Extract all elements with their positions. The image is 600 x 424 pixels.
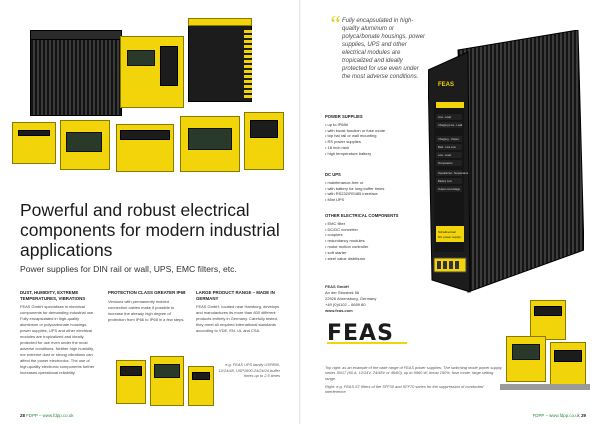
unit-label-7: Operational - Temperature bbox=[438, 171, 469, 175]
page-number: 28 bbox=[20, 413, 25, 418]
spec-item: motor motion controller bbox=[325, 244, 421, 250]
company-name: FEAS GmbH bbox=[325, 284, 349, 289]
spec-item: top hat rail or wall mounting bbox=[325, 133, 421, 139]
spec-group-other-components: Other electrical components EMC filter D… bbox=[325, 213, 421, 261]
emc-filter-image bbox=[500, 298, 590, 402]
spec-item: RS power supplies bbox=[325, 139, 421, 145]
spec-item: maintenance-free or bbox=[325, 180, 421, 186]
spec-item: with battery for long buffer times bbox=[325, 186, 421, 192]
pull-quote: Fully encapsulated in high-quality alumi… bbox=[342, 18, 426, 80]
left-footer: 28 FDPP – www.fdpp.co.uk bbox=[20, 413, 73, 418]
spec-item: couplers bbox=[325, 232, 421, 238]
unit-label-3: Charging - Output bbox=[438, 137, 459, 141]
page-headline: Powerful and robust electrical component… bbox=[20, 200, 280, 260]
unit-plate-line-2: DC power supply bbox=[438, 235, 461, 239]
article-column-3: Large product range – made in Germany FE… bbox=[196, 290, 280, 338]
photo-caption: e.g. FEAS UPS family USP800, 12/24/48, U… bbox=[218, 362, 280, 378]
unit-label-2: Charging Line - Load bbox=[438, 123, 463, 127]
unit-label-9: Output overvoltage bbox=[438, 187, 460, 191]
address-street: An der Strusbek 56 bbox=[325, 290, 360, 295]
spec-group-title: Power supplies bbox=[325, 114, 363, 119]
spec-item: EMC filter bbox=[325, 221, 421, 227]
unit-label-8: Battery Low bbox=[438, 179, 452, 183]
feas-logo: FEAS bbox=[327, 321, 407, 346]
page-subheadline: Power supplies for DIN rail or wall, UPS… bbox=[20, 264, 237, 274]
unit-brand-label: FEAS bbox=[438, 82, 454, 88]
spec-item: soft starter bbox=[325, 250, 421, 256]
ups-family-image bbox=[112, 352, 222, 410]
column-3-heading: Large product range – made in Germany bbox=[196, 290, 275, 301]
company-address: FEAS GmbH An der Strusbek 56 22926 Ahren… bbox=[325, 284, 415, 314]
left-page: Powerful and robust electrical component… bbox=[12, 12, 292, 418]
column-1-body: FEAS GmbH specialises in electrical comp… bbox=[20, 304, 95, 375]
spec-group-title: DC UPS bbox=[325, 172, 341, 177]
unit-label-1: Line - Load bbox=[438, 115, 452, 119]
product-collage-image bbox=[12, 12, 292, 207]
column-3-body: FEAS GmbH, located near Hamburg, develop… bbox=[196, 304, 280, 333]
unit-label-5: Low - Load bbox=[438, 153, 451, 157]
article-column-1: Dust, humidity, extreme temperatures, vi… bbox=[20, 290, 98, 380]
footer-site-link[interactable]: FDPP – www.fdpp.co.uk bbox=[26, 413, 74, 418]
caption-right: Right: e.g. FEAS ST filters of the SFF30… bbox=[325, 383, 484, 395]
spec-group-dc-ups: DC UPS maintenance-free or with battery … bbox=[325, 172, 421, 203]
spec-item: Mini UPS bbox=[325, 197, 421, 203]
quote-mark-icon: “ bbox=[328, 12, 342, 38]
caption-top-right: Top right: as an example of the wide ran… bbox=[325, 365, 502, 381]
unit-label-6: Temperature bbox=[438, 161, 453, 165]
spec-group-title: Other electrical components bbox=[325, 213, 399, 218]
spec-item: up to IP68# bbox=[325, 122, 421, 128]
column-2-body: Versions with permanently molded connect… bbox=[108, 298, 185, 322]
power-supply-unit-image: FEAS Line - Load Charging Line - Load Ch… bbox=[428, 30, 584, 293]
column-1-heading: Dust, humidity, extreme temperatures, vi… bbox=[20, 290, 86, 301]
address-city: 22926 Ahrensburg, Germany bbox=[325, 296, 377, 301]
spec-item: high temperature battery bbox=[325, 151, 421, 157]
logo-text: FEAS bbox=[327, 321, 394, 346]
address-phone: +49 (0)4102 – 6659 80 bbox=[325, 302, 366, 307]
right-captions: Top right: as an example of the wide ran… bbox=[325, 365, 505, 397]
page-spine bbox=[299, 0, 301, 424]
page-number: 29 bbox=[581, 413, 586, 418]
column-2-heading: Protection class greater IP68 bbox=[108, 290, 186, 295]
article-column-2: Protection class greater IP68 Versions w… bbox=[108, 290, 188, 327]
right-footer: FDPP – www.fdpp.co.uk 29 bbox=[533, 413, 586, 418]
address-web-link[interactable]: www.feas.com bbox=[325, 308, 353, 313]
spec-item: redundancy modules bbox=[325, 238, 421, 244]
spec-item: steel value distributor bbox=[325, 256, 421, 262]
footer-site-link[interactable]: FDPP – www.fdpp.co.uk bbox=[532, 413, 580, 418]
unit-plate-line-1: Schaltnetzteil bbox=[438, 230, 456, 234]
spec-group-power-supplies: Power supplies up to IP68# with boost fu… bbox=[325, 114, 421, 157]
spec-item: with RS232/RS485 interface bbox=[325, 191, 421, 197]
spec-item: with boost function or fuse mode bbox=[325, 128, 421, 134]
spec-item: DC/DC converter bbox=[325, 227, 421, 233]
spec-item: 18 inch rack bbox=[325, 145, 421, 151]
unit-label-4: Bulk - Line Low bbox=[438, 145, 456, 149]
